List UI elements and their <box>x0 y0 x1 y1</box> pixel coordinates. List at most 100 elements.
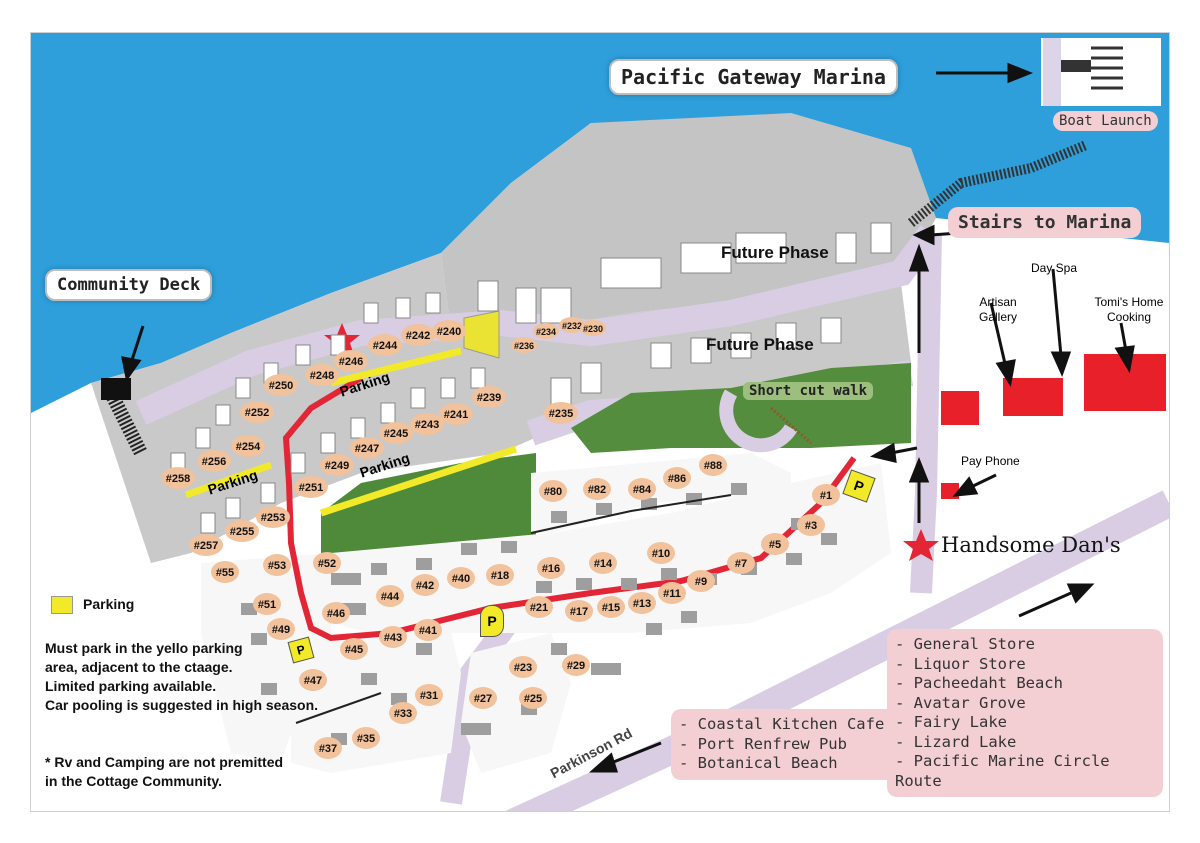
note-line-4: Car pooling is suggested in high season. <box>45 697 319 713</box>
lot-marker: #86 <box>663 467 691 489</box>
lot-oval <box>699 454 727 476</box>
lot-number: #25 <box>524 693 542 705</box>
lot-number: #1 <box>820 490 832 502</box>
legend-parking-label: Parking <box>83 596 135 612</box>
lot-number: #18 <box>491 570 509 582</box>
note-line-2: area, adjacent to the ctaage. <box>45 659 233 675</box>
lot-oval <box>565 600 593 622</box>
lot-marker: #14 <box>589 552 617 574</box>
lot-number: #250 <box>269 380 293 392</box>
lot-marker: #258 <box>161 467 195 489</box>
legend-swatch <box>51 596 73 614</box>
lot-oval <box>812 484 840 506</box>
lot-marker: #42 <box>411 574 439 596</box>
lot-oval <box>511 337 537 353</box>
lot-oval <box>256 506 290 528</box>
lot-marker: #230 <box>580 320 606 336</box>
lot-number: #13 <box>633 598 651 610</box>
lot-marker: #246 <box>334 350 368 372</box>
lot-number: #230 <box>583 324 603 334</box>
lot-marker: #46 <box>322 602 350 624</box>
lot-oval <box>628 592 656 614</box>
lot-number: #253 <box>261 512 285 524</box>
lot-number: #243 <box>415 419 439 431</box>
lot-number: #232 <box>562 321 582 331</box>
lot-marker: #253 <box>256 506 290 528</box>
lot-oval <box>340 638 368 660</box>
lot-number: #247 <box>355 443 379 455</box>
lot-oval <box>211 561 239 583</box>
lot-oval <box>415 684 443 706</box>
lot-oval <box>267 618 295 640</box>
lot-marker: #53 <box>263 554 291 576</box>
pay-phone-label: Pay Phone <box>961 454 1020 468</box>
lot-number: #53 <box>268 560 286 572</box>
lot-marker: #256 <box>197 450 231 472</box>
handsome-dans-label: Handsome Dan's <box>941 533 1121 557</box>
lot-marker: #255 <box>225 520 259 542</box>
lot-oval <box>401 324 435 346</box>
lot-marker: #251 <box>294 476 328 498</box>
lot-marker: #257 <box>189 534 223 556</box>
lot-oval <box>231 435 265 457</box>
lot-marker: #11 <box>658 582 686 604</box>
lot-oval <box>580 320 606 336</box>
lot-number: #244 <box>373 340 398 352</box>
day-spa-label: Day Spa <box>1031 261 1078 275</box>
lot-marker: #10 <box>647 542 675 564</box>
lot-oval <box>562 654 590 676</box>
lot-oval <box>539 480 567 502</box>
lot-number: #241 <box>444 409 468 421</box>
boat-launch-label: Boat Launch <box>1053 111 1158 131</box>
lot-oval <box>161 467 195 489</box>
lot-marker: #31 <box>415 684 443 706</box>
stairs-deck <box>104 389 148 457</box>
future-phase-label-2: Future Phase <box>706 335 814 354</box>
marina-label: Pacific Gateway Marina <box>609 59 898 95</box>
lot-number: #82 <box>588 484 606 496</box>
lot-oval <box>414 619 442 641</box>
list-left-item-2: - Port Renfrew Pub <box>679 734 847 753</box>
lot-oval <box>410 413 444 435</box>
list-right-item-5: - Fairy Lake <box>895 713 1007 731</box>
lot-oval <box>379 422 413 444</box>
lot-oval <box>509 656 537 678</box>
list-right-item-6: - Lizard Lake <box>895 732 1017 751</box>
note-line-1: Must park in the yello parking <box>45 640 243 656</box>
lot-number: #7 <box>735 558 747 570</box>
list-left-item-1: - Coastal Kitchen Cafe <box>679 715 885 733</box>
list-right-item-3: - Pacheedaht Beach <box>895 674 1063 692</box>
lot-number: #17 <box>570 606 588 618</box>
stairs-marina <box>907 140 1088 227</box>
community-deck-label: Community Deck <box>45 269 213 301</box>
lot-number: #29 <box>567 660 585 672</box>
parking-marker-2: P <box>480 605 504 637</box>
lot-oval <box>334 350 368 372</box>
lot-marker: #15 <box>597 596 625 618</box>
lot-oval <box>432 320 466 342</box>
lot-oval <box>376 585 404 607</box>
lot-labels: #236#234#232#230#240#242#244#246#248#250… <box>161 317 840 759</box>
lot-marker: #236 <box>511 337 537 353</box>
lot-oval <box>197 450 231 472</box>
rv-line-1: * Rv and Camping are not premitted <box>45 754 284 770</box>
short-cut-path <box>770 406 812 445</box>
lot-marker: #9 <box>687 570 715 592</box>
lot-oval <box>379 626 407 648</box>
lot-number: #31 <box>420 690 438 702</box>
lot-marker: #41 <box>414 619 442 641</box>
lot-number: #256 <box>202 456 226 468</box>
lot-oval <box>472 386 506 408</box>
lot-marker: #88 <box>699 454 727 476</box>
lot-number: #35 <box>357 733 375 745</box>
lot-number: #257 <box>194 540 218 552</box>
lot-oval <box>322 602 350 624</box>
lot-marker: #1 <box>812 484 840 506</box>
lot-number: #10 <box>652 548 670 560</box>
lot-oval <box>544 402 578 424</box>
lot-marker: #51 <box>253 593 281 615</box>
lot-oval <box>469 687 497 709</box>
rv-line-2: in the Cottage Community. <box>45 773 223 789</box>
lot-oval <box>225 520 259 542</box>
lot-oval <box>597 596 625 618</box>
